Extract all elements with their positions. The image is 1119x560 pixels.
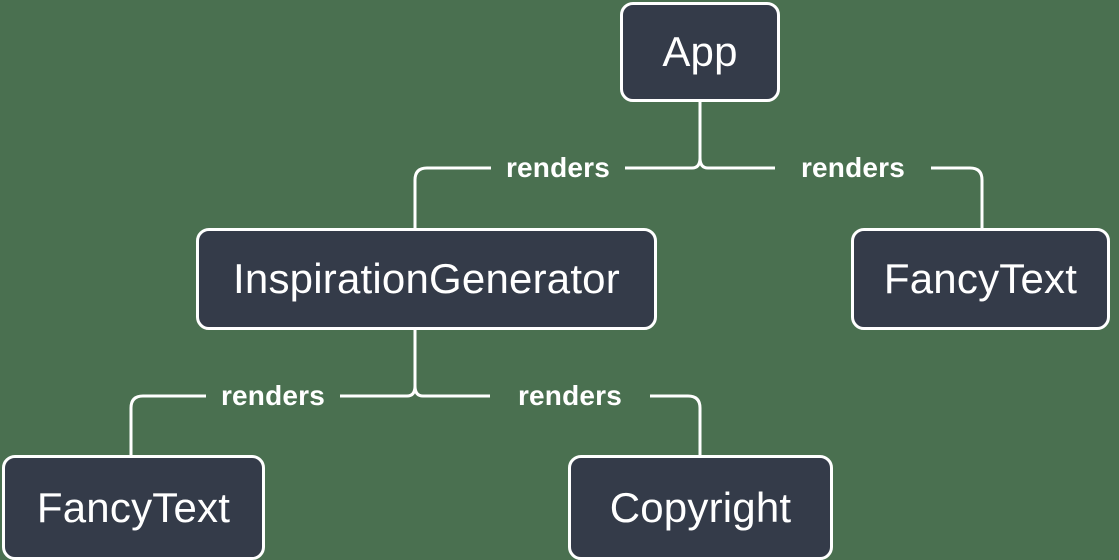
edge-label-inspiration-generator-to-fancytext-left: renders (220, 380, 326, 411)
node-inspiration-generator-label: InspirationGenerator (233, 255, 620, 302)
node-fancytext-left[interactable]: FancyText (2, 455, 265, 560)
edge-app-stem (691, 102, 702, 170)
node-fancytext-left-label: FancyText (36, 483, 231, 531)
node-app[interactable]: App (620, 2, 780, 102)
node-fancytext-right-label: FancyText (883, 255, 1078, 302)
edge-app-stem-right (698, 102, 709, 170)
node-copyright[interactable]: Copyright (568, 455, 833, 560)
node-fancytext-right[interactable]: FancyText (851, 228, 1110, 330)
edge-app-to-inspiration-bus-outer (413, 166, 491, 229)
node-copyright-label: Copyright (609, 483, 792, 531)
edge-label-app-to-inspiration-generator: renders (505, 152, 611, 183)
node-app-label: App (662, 28, 738, 75)
edge-inspiration-to-fancytext-bus-outer (129, 394, 206, 456)
edge-inspiration-stem-right (413, 330, 424, 398)
edge-label-app-to-fancytext-right: renders (800, 152, 906, 183)
node-inspiration-generator[interactable]: InspirationGenerator (196, 228, 657, 330)
edge-label-inspiration-generator-to-copyright: renders (517, 380, 623, 411)
edge-inspiration-to-copyright-bus-outer (650, 394, 702, 456)
edge-app-to-fancytext-bus-outer (931, 166, 984, 229)
edge-inspiration-stem (406, 330, 417, 398)
